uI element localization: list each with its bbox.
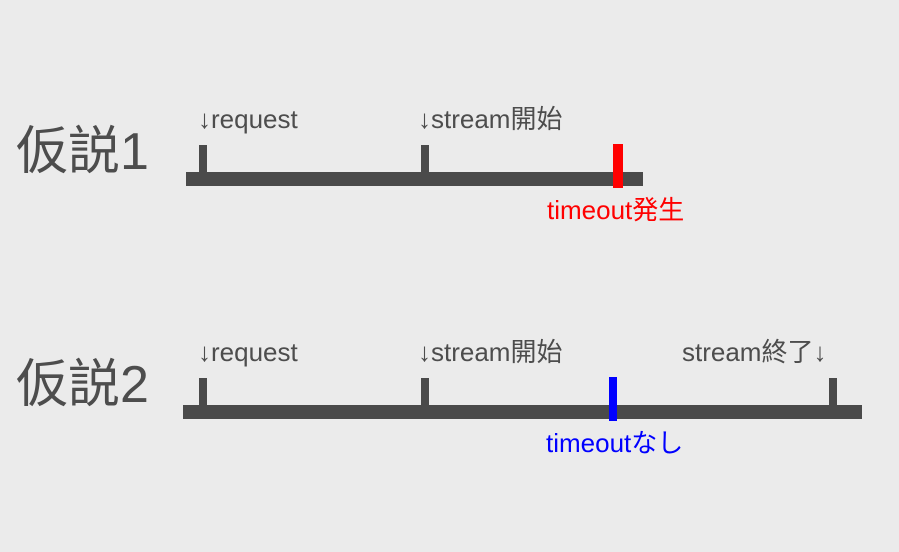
hypothesis-2-timeline-bar — [183, 377, 862, 421]
hypothesis-2-group: 仮説2 ↓request ↓stream開始 stream終了↓ timeout… — [0, 323, 899, 473]
hypothesis-1-event-stream-start-label: ↓stream開始 — [418, 104, 563, 134]
hypothesis-2-tick-timeout-none — [609, 377, 617, 421]
hypothesis-1-group: 仮説1 ↓request ↓stream開始 timeout発生 — [0, 90, 899, 240]
hypothesis-2-title: 仮説2 — [16, 356, 149, 414]
hypothesis-1-tick-request — [199, 145, 207, 186]
hypothesis-2-tick-request — [199, 378, 207, 419]
hypothesis-1-timeline-bar — [186, 144, 643, 188]
hypothesis-1-tick-stream-start — [421, 145, 429, 186]
hypothesis-2-tick-stream-start — [421, 378, 429, 419]
hypothesis-1-event-request-label: ↓request — [198, 104, 298, 134]
hypothesis-1-timeout-label: timeout発生 — [547, 195, 685, 225]
hypothesis-2-event-stream-start-label: ↓stream開始 — [418, 337, 563, 367]
hypothesis-2-timeout-none-label: timeoutなし — [546, 428, 684, 458]
hypothesis-2-event-stream-end-label: stream終了↓ — [682, 337, 827, 367]
hypothesis-1-tick-timeout — [613, 144, 623, 188]
hypothesis-1-title: 仮説1 — [16, 123, 149, 181]
hypothesis-2-tick-stream-end — [829, 378, 837, 419]
hypothesis-2-event-request-label: ↓request — [198, 337, 298, 367]
